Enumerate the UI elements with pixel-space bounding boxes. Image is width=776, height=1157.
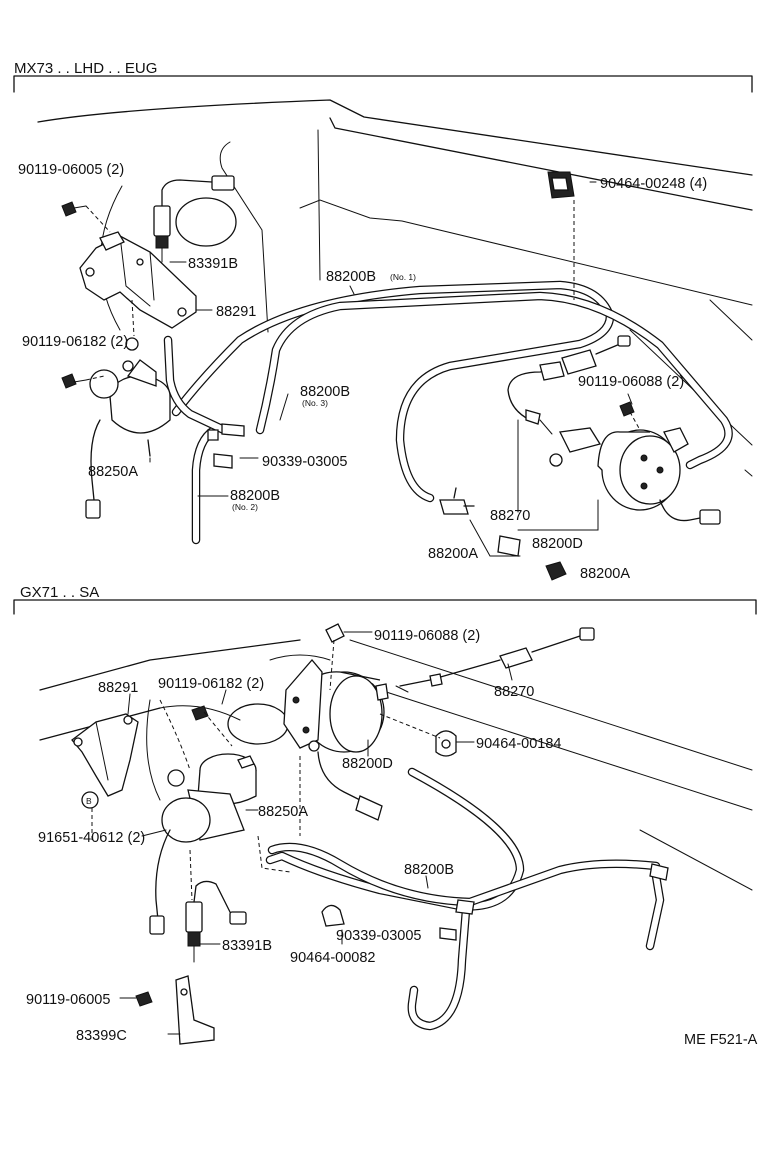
bottom-bracket (71, 713, 139, 797)
top-bracket (79, 231, 197, 329)
bottom-label-bolt-c: 90119-06005 (26, 992, 110, 1008)
top-fasteners (61, 201, 245, 469)
bottom-label-bolt-a: 90119-06088 (2) (374, 628, 480, 644)
bottom-valve (149, 753, 257, 935)
top-filler-cap (175, 197, 237, 247)
top-label-union-b: 88200A (580, 566, 630, 582)
bottom-actuator (283, 623, 389, 821)
top-label-hose-3-note: (No. 3) (302, 398, 328, 408)
top-label-valve: 88250A (88, 464, 138, 480)
top-label-sensor: 83391B (188, 256, 238, 272)
bottom-section-header: GX71 . . SA (20, 584, 99, 601)
bottom-label-actuator: 88200D (342, 756, 393, 772)
top-label-hose-main-note: (No. 1) (390, 272, 416, 282)
bottom-hose (265, 767, 669, 1031)
top-label-hose-main: 88200B (326, 269, 376, 285)
top-hose-main (171, 280, 733, 503)
bottom-filler-cap (227, 703, 289, 745)
top-label-hose-2-note: (No. 2) (232, 502, 258, 512)
top-section-header: MX73 . . LHD . . EUG (14, 60, 157, 77)
figure-code: ME F521-A (684, 1032, 758, 1048)
bottom-label-sensor: 83391B (222, 938, 272, 954)
bottom-label-plug: 90339-03005 (336, 928, 421, 944)
bottom-label-valve: 88250A (258, 804, 308, 820)
top-valve (85, 359, 171, 519)
top-label-bolt-c: 90119-06088 (2) (578, 374, 684, 390)
bottom-label-grommet: 91651-40612 (2) (38, 830, 145, 846)
bottom-label-clip: 90464-00184 (476, 736, 561, 752)
top-label-union: 88200A (428, 546, 478, 562)
bottom-sensor (185, 880, 247, 963)
top-label-bolt-a: 90119-06005 (2) (18, 162, 124, 178)
bottom-plug (321, 904, 457, 941)
top-section: MX73 . . LHD . . EUG (13, 60, 753, 582)
top-label-bolt-b: 90119-06182 (2) (22, 334, 128, 350)
top-label-hose-2: 88200B (230, 488, 280, 504)
top-label-plug: 90339-03005 (262, 454, 347, 470)
top-union (439, 487, 567, 581)
bottom-label-hose: 88200B (404, 862, 454, 878)
bottom-label-bolt-b: 90119-06182 (2) (158, 676, 264, 692)
bottom-label-clip-b: 90464-00082 (290, 950, 375, 966)
top-label-leaders (149, 181, 633, 557)
bottom-label-bracket-b: 83399C (76, 1028, 127, 1044)
svg-text:B: B (86, 796, 92, 806)
bottom-dashed-leaders (91, 639, 441, 901)
bottom-label-leaders (119, 631, 513, 1035)
top-label-actuator: 88200D (532, 536, 583, 552)
bottom-clip (435, 730, 457, 757)
top-clip (547, 171, 575, 199)
bottom-grommet: B (81, 791, 99, 809)
bottom-cable (395, 627, 595, 693)
top-section-frame (13, 75, 753, 93)
top-label-cable: 88270 (490, 508, 530, 524)
bottom-label-bracket: 88291 (98, 680, 138, 696)
top-dashed-leaders (85, 200, 641, 431)
top-label-bracket: 88291 (216, 304, 256, 320)
top-label-hose-3: 88200B (300, 384, 350, 400)
bottom-bracket-b (175, 975, 215, 1045)
bottom-body-outline (39, 639, 753, 891)
bottom-label-cable: 88270 (494, 684, 534, 700)
top-label-clip: 90464-00248 (4) (600, 176, 707, 192)
top-sensor (153, 175, 235, 263)
bottom-section: GX71 . . SA B (13, 584, 757, 1045)
bottom-fasteners (135, 705, 209, 1007)
bottom-section-frame (13, 599, 757, 615)
top-cable (507, 335, 631, 435)
top-actuator (549, 401, 721, 525)
